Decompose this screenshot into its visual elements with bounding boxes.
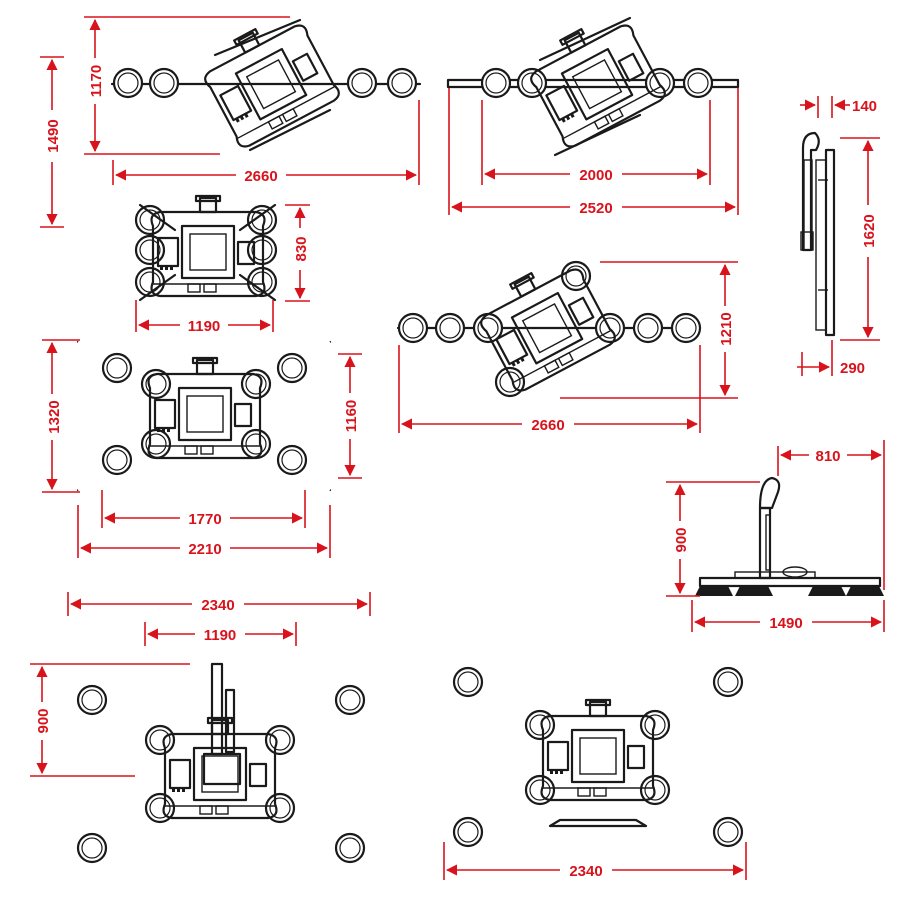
view-front-elevation	[695, 476, 884, 596]
dim-label: 140	[852, 98, 877, 115]
dim-v3-width: 1190	[135, 300, 274, 335]
dim-v6-width-outer: 2340	[67, 592, 371, 616]
dim-label: 1490	[45, 119, 62, 152]
dim-v1-width: 2660	[112, 100, 420, 185]
dim-v2-inner-width: 2000	[481, 100, 711, 185]
dim-v5-width-inner: 1770	[101, 490, 306, 528]
dim-label: 1160	[343, 400, 360, 433]
view-1-rotated-narrow	[110, 7, 422, 152]
dim-label: 2340	[201, 597, 234, 614]
view-6-x-with-column	[76, 662, 366, 864]
dim-side-top: 140	[800, 96, 877, 118]
dim-label: 2000	[579, 167, 612, 184]
dim-side-bottom: 290	[797, 340, 865, 377]
dim-label: 1210	[718, 312, 735, 345]
view-4-rotated	[396, 251, 702, 398]
dim-label: 1320	[46, 400, 63, 433]
dim-v1-height: 1490	[40, 56, 64, 228]
dim-v6-width-inner: 1190	[144, 622, 297, 646]
dim-label: 290	[840, 360, 865, 377]
dim-v5-height-inner: 1160	[338, 353, 362, 479]
dim-label: 810	[815, 448, 840, 465]
view-5-x-arms	[76, 339, 332, 493]
dim-v4-height: 1210	[560, 261, 738, 399]
view-side-profile	[800, 131, 836, 337]
dim-label: 2340	[569, 863, 602, 880]
dim-label: 2660	[244, 168, 277, 185]
view-3-compact	[134, 194, 278, 302]
dim-front-width: 810	[777, 440, 885, 590]
dim-label: 1190	[188, 318, 221, 335]
dim-label: 2660	[531, 417, 564, 434]
dim-label: 1770	[188, 511, 221, 528]
dim-v6-height: 900	[30, 663, 190, 777]
dim-label: 900	[673, 527, 690, 552]
dim-label: 1170	[88, 65, 105, 98]
dim-label: 1620	[861, 214, 878, 247]
dim-side-height: 1620	[840, 137, 880, 341]
dim-label: 900	[35, 708, 52, 733]
dim-v3-height: 830	[285, 204, 310, 302]
dim-v5-width-outer: 2210	[77, 505, 331, 558]
dim-label: 2210	[188, 541, 221, 558]
dim-label: 830	[293, 236, 310, 261]
view-2-rotated-wide	[446, 7, 740, 157]
dim-front-height: 900	[666, 481, 760, 597]
dim-v4-width: 2660	[398, 345, 701, 434]
dim-front-base: 1490	[691, 600, 885, 632]
dim-label: 1490	[769, 615, 802, 632]
dim-v1-inner-height: 1170	[84, 16, 290, 155]
dim-label: 1190	[204, 627, 237, 644]
dim-v5-height-outer: 1320	[42, 339, 80, 493]
dim-label: 2520	[579, 200, 612, 217]
dim-v2-width: 2520	[448, 88, 739, 217]
dim-v7-width: 2340	[443, 842, 747, 880]
view-7-x-arms	[452, 666, 744, 848]
